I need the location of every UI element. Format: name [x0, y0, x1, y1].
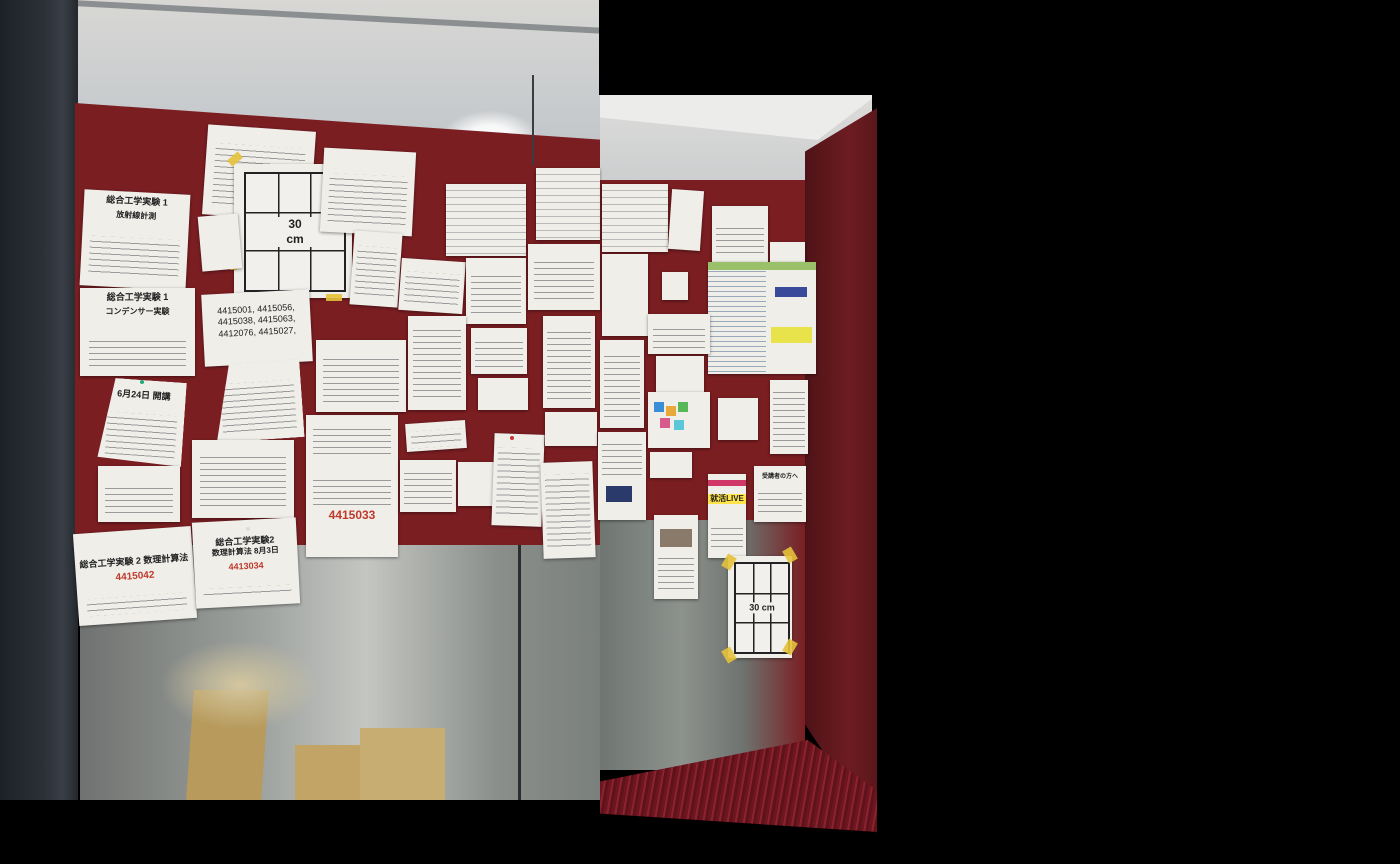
notice-sheet [192, 440, 294, 518]
notice-sheet [600, 340, 644, 428]
notice-title: 総合工学実験 1 [106, 292, 169, 302]
notice-experiment-1: 総合工学実験 1 放射線計測 [79, 189, 191, 291]
notice-colorful-poster [648, 392, 710, 448]
left-pillar [0, 0, 78, 800]
notice-sheet [528, 244, 600, 310]
notice-table [602, 184, 668, 252]
notice-date-text: 6月24日 開講 [116, 388, 171, 402]
notice-sheet [545, 412, 597, 446]
notice-codes: 4415030 4415033 [306, 415, 398, 557]
glass-divider-upper [532, 75, 534, 165]
notice-sheet [400, 460, 456, 512]
notice-sheet [197, 213, 243, 272]
blurred-light [160, 640, 320, 730]
grid-label: 30 cm [278, 217, 312, 247]
grid-label: 30 cm [748, 602, 776, 614]
notice-sheet: 受講者の方へ [754, 466, 806, 522]
notice-math-calc: 総合工学実験 2 数理計算法 4415042 [72, 525, 198, 627]
notice-student-ids: 4415001, 4415056, 4415038, 4415063, 4412… [201, 289, 313, 367]
notice-subtitle: 放射線計測 [116, 210, 157, 222]
notice-sheet [667, 188, 705, 252]
pushpin [140, 380, 144, 384]
notice-sheet [491, 433, 545, 527]
grid-30cm: 30 cm [734, 562, 790, 654]
notice-sheet [398, 257, 466, 315]
notice-math-calc-2: 総合工学実験2 数理計算法 8月3日 4413034 [191, 517, 301, 609]
grid-sheet-right: 30 cm [728, 556, 792, 658]
stitch-seam [599, 0, 600, 95]
grid-30cm: 30 cm [244, 172, 346, 292]
pushpin [510, 436, 514, 440]
notice-code: 4415033 [328, 507, 376, 522]
notice-title: 受講者の方へ [761, 474, 798, 480]
notice-flyer [654, 515, 698, 599]
notice-sheet [718, 398, 758, 440]
notice-code: 4413034 [228, 560, 264, 573]
notice-sheet [598, 432, 646, 520]
notice-sheet [349, 230, 403, 308]
notice-experiment-capacitor: 総合工学実験 1 コンデンサー実験 [80, 288, 195, 376]
tape [326, 294, 342, 301]
notice-sheet [712, 206, 768, 262]
notice-sheet [650, 452, 692, 478]
notice-poster [708, 262, 816, 374]
notice-table [446, 184, 526, 256]
notice-table [316, 340, 406, 412]
notice-title: 総合工学実験 1 [106, 194, 169, 208]
notice-subtitle: コンデンサー実験 [105, 307, 170, 317]
pushpin [246, 527, 250, 531]
notice-sheet [458, 462, 496, 506]
notice-sheet [471, 328, 527, 374]
notice-sheet [648, 314, 710, 354]
notice-code: 4415042 [115, 569, 155, 584]
glass-divider [518, 545, 521, 800]
notice-sheet [478, 378, 528, 410]
notice-sheet [662, 272, 688, 300]
notice-sheet [540, 461, 596, 559]
notice-sheet [543, 316, 595, 408]
notice-sheet [405, 419, 467, 453]
notice-sheet [466, 258, 526, 324]
notice-sheet [770, 242, 805, 264]
notice-livejob: 就活LIVE [708, 474, 746, 558]
notice-sheet [602, 254, 648, 336]
notice-sheet [770, 380, 808, 454]
right-wall [805, 108, 877, 833]
notice-table [536, 168, 600, 240]
notice-sheet [408, 316, 466, 410]
notice-sheet [98, 466, 180, 522]
cardboard-box [360, 728, 445, 800]
notice-sheet [656, 356, 704, 394]
banner-text: 就活LIVE [708, 494, 746, 504]
notice-sheet [319, 147, 417, 237]
